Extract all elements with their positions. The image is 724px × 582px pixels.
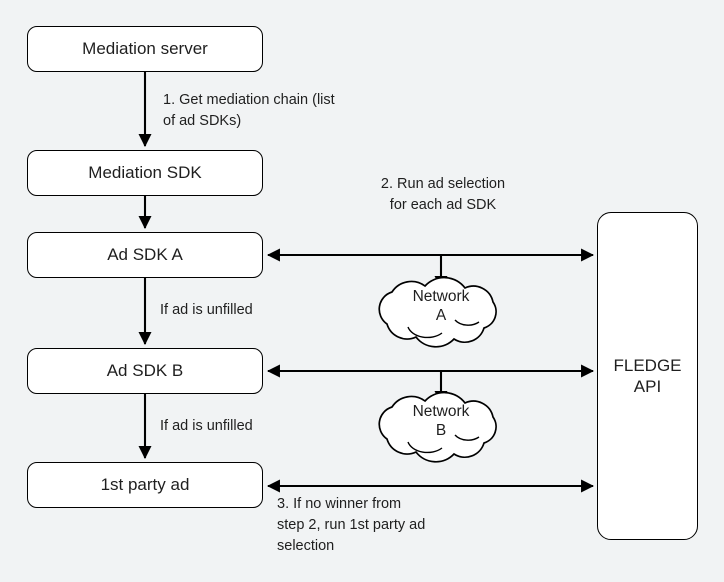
node-network-a-label: Network A bbox=[412, 288, 470, 324]
node-fledge-api-label: FLEDGE API bbox=[613, 355, 682, 396]
node-ad-sdk-b-label: Ad SDK B bbox=[106, 361, 184, 381]
node-ad-sdk-a[interactable]: Ad SDK A bbox=[27, 232, 263, 278]
network-b-cloud-detail bbox=[407, 434, 480, 454]
edge-label-step-1: 1. Get mediation chain (list of ad SDKs) bbox=[163, 92, 335, 130]
edge-label-step-2: 2. Run ad selection for each ad SDK bbox=[380, 176, 506, 214]
node-mediation-sdk-label: Mediation SDK bbox=[88, 163, 202, 183]
node-fledge-api[interactable]: FLEDGE API bbox=[597, 212, 698, 540]
node-network-b-label: Network B bbox=[412, 403, 470, 439]
network-a-cloud-detail bbox=[407, 319, 480, 339]
node-mediation-server-label: Mediation server bbox=[82, 39, 208, 59]
node-first-party-ad-label: 1st party ad bbox=[100, 475, 190, 495]
node-first-party-ad[interactable]: 1st party ad bbox=[27, 462, 263, 508]
edge-label-step-3: 3. If no winner from step 2, run 1st par… bbox=[277, 496, 426, 555]
node-mediation-sdk[interactable]: Mediation SDK bbox=[27, 150, 263, 196]
node-ad-sdk-a-label: Ad SDK A bbox=[107, 245, 183, 265]
node-mediation-server[interactable]: Mediation server bbox=[27, 26, 263, 72]
edge-label-unfilled-a: If ad is unfilled bbox=[160, 302, 253, 318]
node-ad-sdk-b[interactable]: Ad SDK B bbox=[27, 348, 263, 394]
edge-label-unfilled-b: If ad is unfilled bbox=[160, 418, 253, 434]
